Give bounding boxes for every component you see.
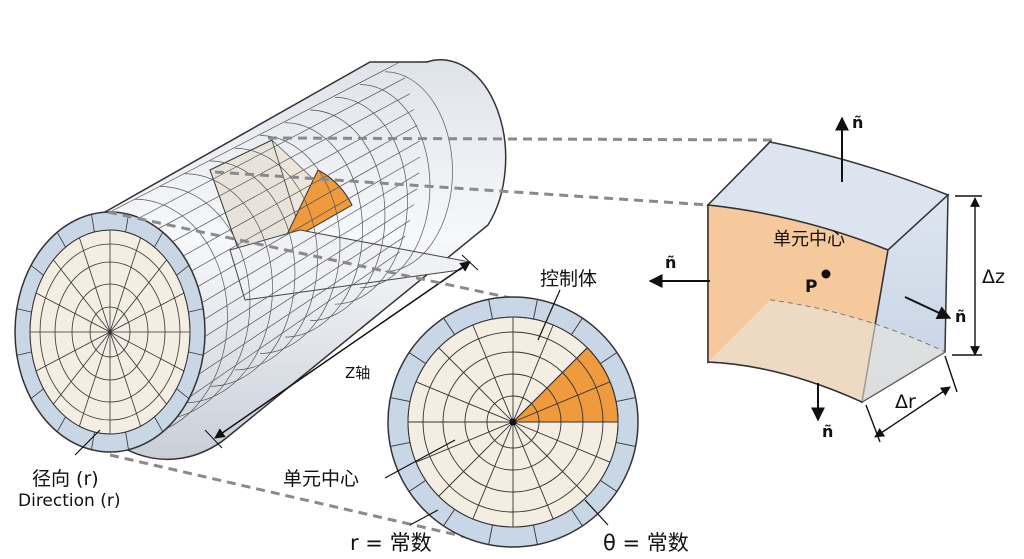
radial-label-cn: 径向 (r) — [32, 468, 99, 490]
cross-section-spoke — [472, 421, 514, 520]
text-labels: 径向 (r) Direction (r) 控制体 单元中心 r = 常数 θ =… — [18, 113, 1005, 555]
cross-section-outer-tick — [390, 397, 411, 402]
cross-section-spoke — [512, 347, 588, 423]
connector-cap-bottom — [109, 453, 506, 548]
cross-section — [387, 296, 639, 548]
cross-section-outer-tick — [600, 479, 618, 492]
front-cap-outer-tick — [188, 351, 204, 356]
front-cap-outer-tick — [56, 416, 66, 432]
front-cap-spoke — [53, 331, 111, 405]
front-cap-outer-tick — [16, 308, 32, 313]
cross-section-outer-tick — [533, 524, 538, 545]
normal-label-top: ñ — [852, 113, 863, 132]
cross-section-grid — [390, 299, 636, 545]
cross-section-outer-tick — [615, 442, 636, 447]
cross-section-outer-tick — [533, 299, 538, 320]
z-axis-arrow — [214, 261, 471, 439]
cylinder-grid-long — [114, 93, 411, 253]
front-cap-spoke — [109, 292, 185, 333]
leader-lines — [74, 289, 609, 526]
r-constant-label: r = 常数 — [350, 531, 432, 555]
control-volume-box — [706, 140, 950, 404]
connector-mid — [214, 170, 709, 207]
cross-section-spoke — [512, 381, 611, 423]
cross-section-outer-tick — [570, 509, 583, 527]
normal-vectors — [648, 116, 952, 422]
cross-section-spoke — [512, 421, 554, 520]
delta-r-label: Δr — [895, 391, 916, 413]
front-cap-outer-tick — [91, 214, 95, 233]
cross-section-spoke — [438, 347, 514, 423]
front-cap-outer-tick — [91, 431, 95, 450]
front-cap-outer-tick — [154, 232, 164, 248]
normal-label-right: ñ — [955, 307, 966, 326]
cross-section-outer-tick — [443, 509, 456, 527]
delta-r-arrow — [874, 386, 951, 438]
front-cap-spoke — [109, 331, 141, 427]
cross-section-outer-tick — [408, 352, 426, 365]
point-p-dot — [821, 269, 831, 279]
cross-section-spoke — [512, 421, 611, 463]
front-cap-spoke — [79, 331, 111, 427]
front-cap-spoke — [53, 259, 111, 333]
front-cap-spoke — [79, 237, 111, 333]
cross-section-spoke — [472, 324, 514, 423]
front-cap-grid — [16, 214, 204, 450]
front-cap-outer-tick — [176, 265, 190, 276]
cell-center-label-mid: 单元中心 — [283, 468, 359, 490]
cross-section-outer-tick — [600, 352, 618, 365]
cell-center-label-box: 单元中心 — [773, 229, 845, 250]
front-cap-outer-tick — [16, 351, 32, 356]
front-cap-outer-tick — [188, 308, 204, 313]
theta-constant-label: θ = 常数 — [603, 531, 689, 555]
front-cap-spoke — [109, 331, 167, 405]
cylinder-grid-long — [109, 61, 401, 213]
normal-label-bottom: ñ — [822, 422, 833, 441]
cross-section-outer-tick — [570, 317, 583, 335]
front-cap-outer-tick — [125, 431, 129, 450]
cylinder-grid-long — [112, 77, 406, 233]
box-dimensions — [865, 195, 982, 443]
point-p-label: P — [805, 277, 817, 297]
cross-section-center-dot — [509, 418, 517, 426]
z-axis-label: Z轴 — [345, 364, 370, 382]
cross-section-spoke — [415, 421, 514, 463]
cross-section-outer-tick — [390, 442, 411, 447]
front-cap-outer-tick — [56, 232, 66, 248]
normal-right-arrow — [904, 296, 952, 320]
cross-section-spoke — [415, 381, 514, 423]
cross-section-outer-tick — [443, 317, 456, 335]
connector-top — [267, 136, 776, 142]
connector-cap-top — [107, 210, 521, 302]
radial-label-en: Direction (r) — [18, 491, 120, 511]
z-axis-dimension: Z轴 — [204, 254, 479, 449]
cross-section-spoke — [512, 421, 588, 497]
front-cap-spoke — [35, 331, 111, 372]
front-cap-outer-tick — [176, 388, 190, 399]
front-cap-spoke — [35, 292, 111, 333]
normal-label-left: ñ — [665, 253, 676, 272]
front-cap-outer-tick — [30, 388, 44, 399]
front-cap-spoke — [109, 237, 141, 333]
control-volume-label: 控制体 — [540, 268, 597, 290]
cross-section-spoke — [438, 421, 514, 497]
cross-section-outer-tick — [488, 524, 493, 545]
box-bottom-face — [708, 300, 945, 402]
front-cap-outer-tick — [30, 265, 44, 276]
cross-section-outer-tick — [615, 397, 636, 402]
delta-z-label: Δz — [982, 266, 1005, 288]
cylinder-grid-circ — [384, 71, 453, 272]
cross-section-outer-tick — [408, 479, 426, 492]
front-cap-spoke — [109, 259, 167, 333]
front-cap-spoke — [109, 331, 185, 372]
connector-lines — [107, 136, 776, 548]
cross-section-spoke — [512, 324, 554, 423]
cross-section-outer-tick — [488, 299, 493, 320]
front-cap-outer-tick — [154, 416, 164, 432]
